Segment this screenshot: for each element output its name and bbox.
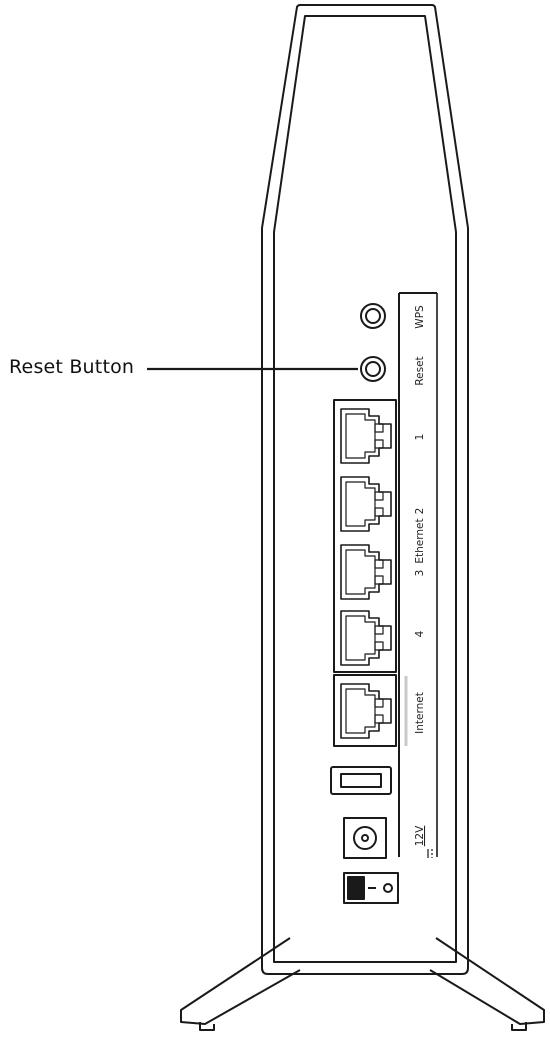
- wps-button-icon[interactable]: [360, 303, 386, 329]
- ethernet-port-group: [333, 399, 397, 673]
- label-strip: [398, 292, 437, 857]
- wps-label: WPS: [414, 305, 426, 329]
- reset-button-icon[interactable]: [360, 356, 386, 382]
- usb-port-icon[interactable]: [330, 766, 392, 795]
- port-2-label: 2: [414, 508, 426, 515]
- power-switch-icon[interactable]: [343, 872, 399, 904]
- ethernet-port-1-icon[interactable]: [340, 408, 392, 464]
- ethernet-port-2-icon[interactable]: [340, 476, 392, 532]
- ethernet-label: Ethernet: [414, 518, 426, 563]
- ethernet-port-4-icon[interactable]: [340, 610, 392, 666]
- reset-button-callout-label: Reset Button: [9, 356, 135, 378]
- port-3-label: 3: [414, 570, 426, 577]
- internet-port-icon[interactable]: [340, 683, 392, 739]
- dc-symbol-icon: [427, 849, 433, 858]
- internet-label: Internet: [414, 692, 426, 734]
- port-4-label: 4: [414, 630, 426, 637]
- router-body: [261, 4, 469, 975]
- router-body-inner: [273, 15, 457, 963]
- internet-port-frame: [333, 674, 397, 747]
- power-jack-icon[interactable]: [343, 817, 387, 859]
- reset-label: Reset: [414, 356, 426, 385]
- stand-icon: [180, 937, 545, 1031]
- power-12v-label: 12V: [414, 825, 426, 846]
- ethernet-port-3-icon[interactable]: [340, 544, 392, 600]
- port-1-label: 1: [414, 434, 426, 441]
